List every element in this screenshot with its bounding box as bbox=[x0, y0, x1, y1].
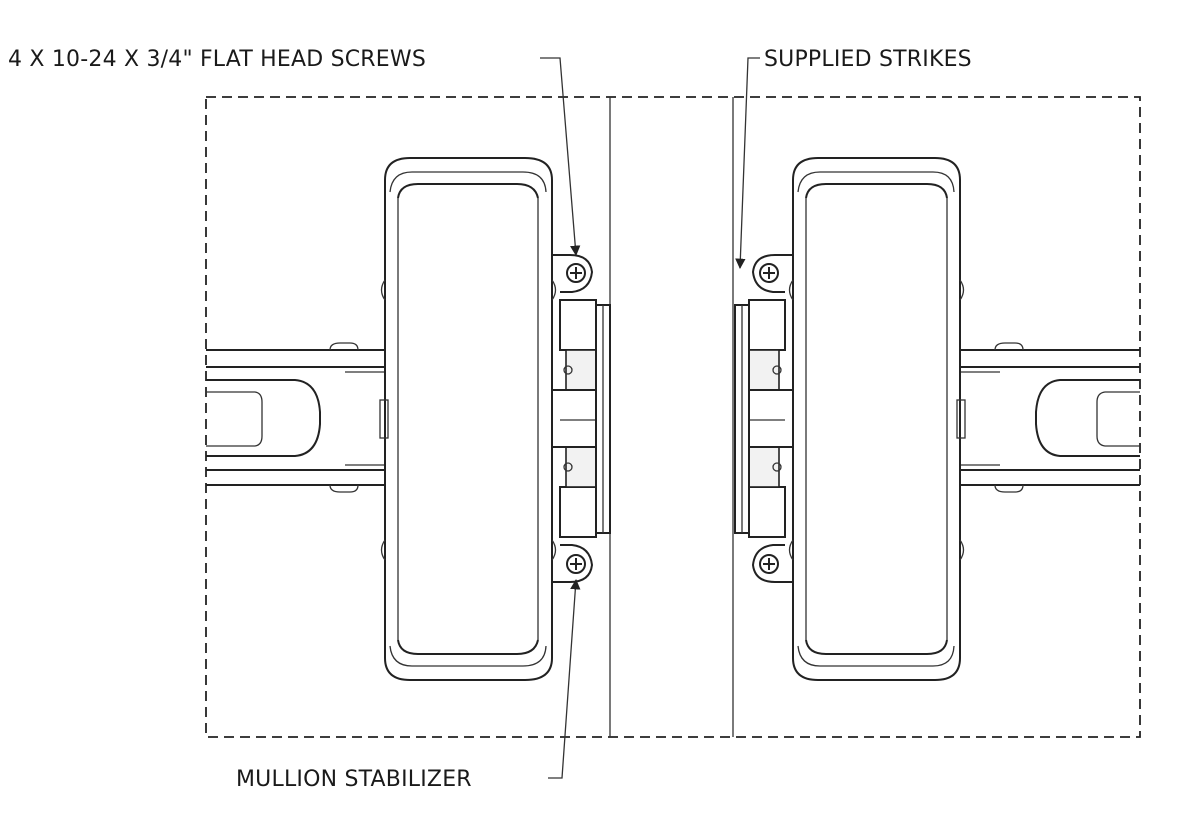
right-pushbar-arm bbox=[960, 342, 1140, 493]
door-frame-outline bbox=[205, 96, 1141, 738]
stabilizer-callout-leader bbox=[548, 578, 581, 779]
right-strike-assembly bbox=[734, 254, 794, 583]
strikes-callout-leader bbox=[735, 57, 760, 270]
strikes-callout-label: SUPPLIED STRIKES bbox=[764, 47, 972, 72]
screws-callout-leader bbox=[540, 57, 581, 257]
left-lever-body bbox=[379, 157, 557, 681]
left-latch-assembly bbox=[551, 254, 611, 583]
right-lever-body bbox=[788, 157, 966, 681]
stabilizer-callout-label: MULLION STABILIZER bbox=[236, 767, 472, 792]
left-pushbar-arm bbox=[206, 342, 385, 493]
screws-callout-label: 4 X 10-24 X 3/4" FLAT HEAD SCREWS bbox=[8, 47, 426, 72]
